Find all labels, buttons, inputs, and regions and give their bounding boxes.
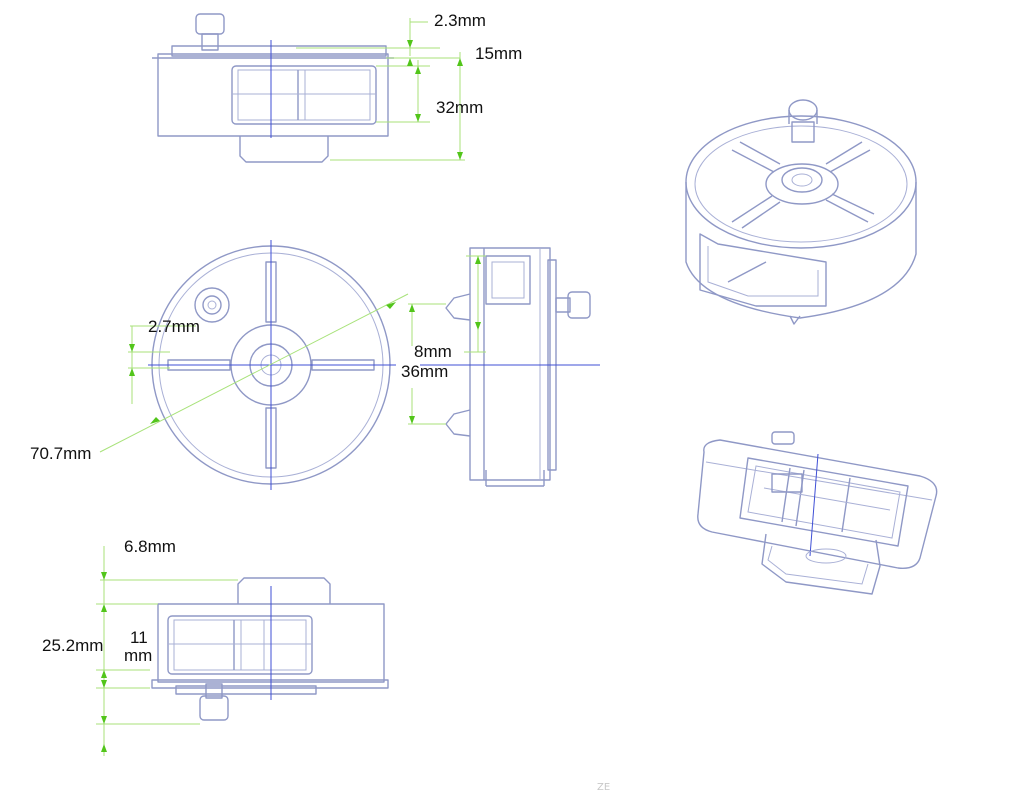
dim-total-height-label: 32mm: [436, 98, 483, 117]
dim-diameter-label: 70.7mm: [30, 444, 91, 463]
dim-bottom-tab-height-label: 6.8mm: [124, 537, 176, 556]
dim-span-label: 36mm: [401, 362, 448, 381]
dim-tab-length-label: 8mm: [414, 342, 452, 361]
dim-pin-height-label-line2: mm: [124, 646, 152, 665]
dim-slot-depth-label: 15mm: [475, 44, 522, 63]
top-view: 2.3mm 15mm 32mm: [152, 11, 522, 163]
isometric-view-bottom: [697, 431, 938, 595]
dim-tab-height-label: 2.3mm: [434, 11, 486, 30]
front-view: 2.7mm 70.7mm: [30, 240, 409, 490]
dim-body-height-label: 25.2mm: [42, 636, 103, 655]
side-view: 8mm 36mm: [401, 247, 600, 487]
dim-pin-diameter-label: 2.7mm: [148, 317, 200, 336]
bottom-view: 6.8mm 25.2mm 11 mm: [42, 537, 389, 756]
dim-pin-height-label-line1: 11: [130, 628, 148, 647]
isometric-view-top: [685, 99, 917, 325]
watermark-text: ZE: [597, 782, 610, 791]
